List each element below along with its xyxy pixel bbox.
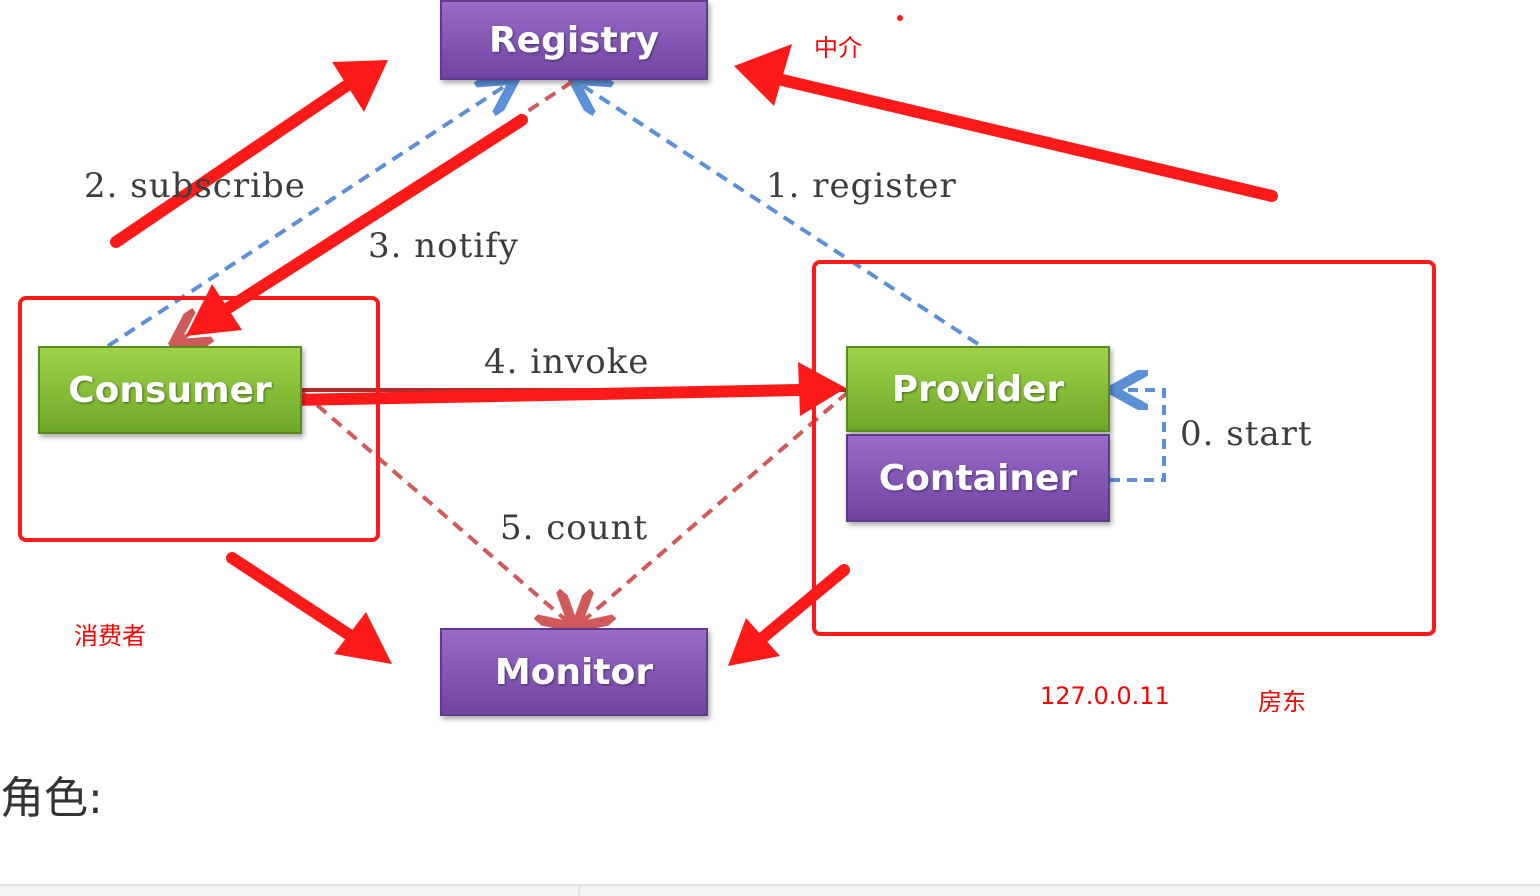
register-label: 1. register xyxy=(766,166,957,206)
subscribe-label: 2. subscribe xyxy=(84,166,306,206)
start-dashed-loop xyxy=(1110,390,1166,482)
arrowhead-consumer-to-monitor xyxy=(334,612,392,664)
registry-annotation: 中介 xyxy=(814,34,862,62)
notify-label: 3. notify xyxy=(368,226,519,266)
stray-dot xyxy=(897,15,903,21)
count-label: 5. count xyxy=(500,508,649,548)
arrow-to-registry-left xyxy=(110,76,358,248)
provider-annotation: 房东 xyxy=(1258,688,1306,716)
monitor-node: Monitor xyxy=(440,628,708,716)
consumer-node: Consumer xyxy=(38,346,302,434)
section-heading: 角色: xyxy=(0,773,103,824)
arrowhead-provider-to-monitor xyxy=(728,618,780,666)
arrow-consumer-to-provider xyxy=(284,384,806,406)
arrowhead-registry-to-consumer xyxy=(186,284,242,336)
container-node: Container xyxy=(846,434,1110,522)
consumer-highlight-frame xyxy=(18,296,380,542)
arrow-provider-to-monitor xyxy=(754,564,850,646)
annotation-arrows xyxy=(110,44,1278,666)
arrowhead-to-registry-left xyxy=(332,60,388,112)
arrow-consumer-to-monitor xyxy=(226,552,360,644)
registry-node: Registry xyxy=(440,0,708,80)
table-header-stub xyxy=(0,884,1540,896)
arrow-to-registry-right xyxy=(776,74,1278,202)
arrow-registry-to-consumer xyxy=(216,114,528,318)
start-label: 0. start xyxy=(1180,414,1313,454)
count-dashed-line-provider xyxy=(582,390,850,622)
provider-highlight-frame xyxy=(812,260,1436,636)
provider-node: Provider xyxy=(846,346,1110,432)
arrowhead-consumer-to-provider xyxy=(798,362,846,416)
arrowhead-to-registry-right xyxy=(734,44,792,106)
invoke-label: 4. invoke xyxy=(484,342,650,382)
table-column-divider xyxy=(578,886,580,896)
consumer-annotation: 消费者 xyxy=(74,622,146,650)
provider-ip-annotation: 127.0.0.11 xyxy=(1040,682,1170,710)
